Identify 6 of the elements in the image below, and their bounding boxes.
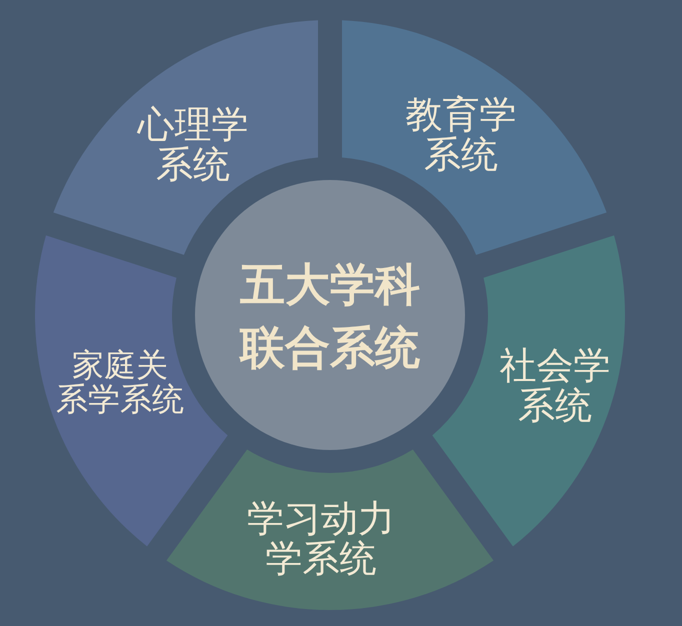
segment-label: 教育学系统 — [404, 95, 518, 175]
segment-label: 心理学系统 — [136, 105, 250, 185]
segment-label: 家庭关系学系统 — [55, 348, 185, 416]
center-label: 五大学科联合系统 — [238, 257, 421, 376]
segment-label: 社会学系统 — [498, 346, 612, 426]
segment-label: 学习动力学系统 — [246, 499, 396, 579]
